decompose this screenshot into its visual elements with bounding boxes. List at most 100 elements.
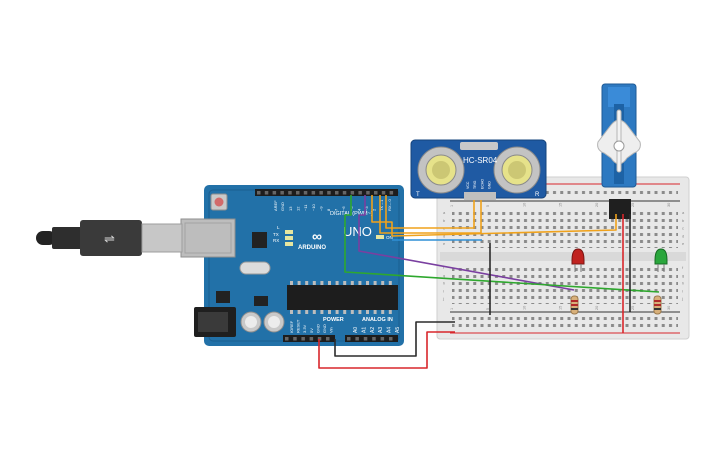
- analog-header-label: ANALOG IN: [362, 317, 393, 323]
- breadboard-row-letter: g: [443, 273, 445, 278]
- tx-label: TX: [273, 232, 279, 237]
- power-pin-label: 5V: [309, 328, 314, 333]
- sensor-pin-label: GND: [488, 181, 492, 189]
- analog-pin-label: A4: [387, 327, 393, 333]
- breadboard-row-letter: g: [682, 273, 684, 278]
- breadboard-column-number: 5: [486, 205, 490, 207]
- brand-label: ARDUINO: [298, 245, 326, 251]
- breadboard-row-letter: e: [682, 241, 685, 246]
- crystal-oscillator: [239, 261, 271, 275]
- breadboard-row-letter: j: [442, 296, 444, 301]
- resistor: [570, 295, 579, 315]
- breadboard-row-letter: i: [682, 288, 683, 293]
- digital-pin-label: ~3: [364, 206, 369, 211]
- gnd-label: GND: [280, 202, 285, 211]
- breadboard-row-letter: j: [681, 296, 683, 301]
- l-label: L: [277, 225, 280, 230]
- sensor-mark-t: T: [416, 192, 420, 198]
- aref-label: AREF: [273, 200, 278, 211]
- breadboard-column-number: 1: [450, 308, 454, 310]
- digital-pin-label: ~9: [318, 206, 323, 211]
- wires: [318, 195, 660, 369]
- breadboard-column-number: 10: [522, 306, 526, 310]
- digital-pin-label: 7: [334, 208, 339, 211]
- analog-pin-label: A5: [395, 327, 401, 333]
- digital-pin-label: ~6: [341, 206, 346, 211]
- digital-pin-label: ~10: [311, 203, 316, 211]
- breadboard-column-number: 1: [450, 205, 454, 207]
- breadboard-column-number: 15: [559, 306, 563, 310]
- breadboard-row-letter: c: [682, 226, 684, 231]
- breadboard-row-letter: e: [443, 241, 446, 246]
- power-header: [283, 335, 335, 342]
- arduino-logo: ∞: [312, 228, 322, 244]
- analog-pin-label: A0: [353, 327, 359, 333]
- power-pin-label: GND: [322, 324, 327, 333]
- usb-icon: ⇌: [104, 231, 115, 246]
- power-pin-label: RESET: [296, 319, 301, 333]
- breadboard-row-letter: h: [443, 281, 445, 286]
- servo-motor: [597, 83, 641, 219]
- power-pin-label: Vin: [329, 327, 334, 333]
- breadboard-row-letter: d: [443, 233, 445, 238]
- breadboard-row-letter: b: [443, 218, 446, 223]
- digital-pin-label: TX→1: [379, 199, 384, 211]
- breadboard-column-number: 25: [631, 203, 635, 207]
- breadboard-column-number: 20: [595, 203, 599, 207]
- analog-pin-label: A2: [370, 327, 376, 333]
- breadboard-row-letter: a: [682, 210, 685, 215]
- power-header-label: POWER: [323, 317, 344, 323]
- power-pin-label: IOREF: [289, 320, 294, 333]
- atmega-chip: [287, 285, 398, 310]
- usb-cable: ⇌: [36, 220, 183, 256]
- power-pin-label: 3.3V: [302, 324, 307, 333]
- analog-pin-label: A1: [361, 327, 367, 333]
- breadboard-row-letter: b: [682, 218, 685, 223]
- usb-jack: [180, 218, 236, 258]
- sensor-pin-label: TRIG: [473, 180, 477, 189]
- servo-connector: [609, 199, 631, 219]
- breadboard-column-number: 5: [486, 308, 490, 310]
- wire-orange-echo: [379, 195, 482, 234]
- ultrasonic-sensor: [410, 139, 547, 200]
- wire-servo-signal: [371, 195, 617, 237]
- model-label: UNO: [343, 224, 372, 239]
- breadboard-row-letter: h: [682, 281, 684, 286]
- arduino-board: [180, 185, 404, 346]
- sensor-mark-r: R: [535, 192, 540, 198]
- breadboard-row-letter: a: [443, 210, 446, 215]
- sensor-pin-label: ECHO: [480, 179, 484, 189]
- power-pin-label: GND: [315, 324, 320, 333]
- wire-black-gnd: [334, 321, 455, 357]
- wire-orange-trig: [385, 195, 475, 229]
- breadboard-column-number: 10: [522, 203, 526, 207]
- wire-purple: [358, 195, 575, 291]
- wire-red-5v: [318, 331, 455, 369]
- breadboard-column-number: 25: [631, 306, 635, 310]
- digital-pin-label: 12: [296, 206, 301, 211]
- sensor-name: HC-SR04: [463, 156, 498, 165]
- digital-pin-label: 8: [326, 208, 331, 211]
- digital-pin-label: RX←0: [387, 198, 392, 211]
- resistor: [653, 295, 662, 315]
- digital-pin-label: ~11: [303, 204, 308, 211]
- red-led: [571, 248, 585, 272]
- on-label: ON: [386, 235, 393, 240]
- digital-pin-label: 4: [356, 208, 361, 211]
- breadboard-column-number: 30: [667, 203, 671, 207]
- digital-pin-label: 2: [372, 208, 377, 211]
- breadboard-row-letter: i: [443, 288, 444, 293]
- sensor-pin-label: VCC: [466, 181, 470, 189]
- analog-pin-label: A3: [378, 327, 384, 333]
- breadboard-row-letter: f: [682, 265, 684, 270]
- digital-header: [255, 189, 398, 196]
- breadboard-column-number: 15: [559, 203, 563, 207]
- breadboard-column-number: 30: [667, 306, 671, 310]
- digital-pin-label: 13: [288, 206, 293, 211]
